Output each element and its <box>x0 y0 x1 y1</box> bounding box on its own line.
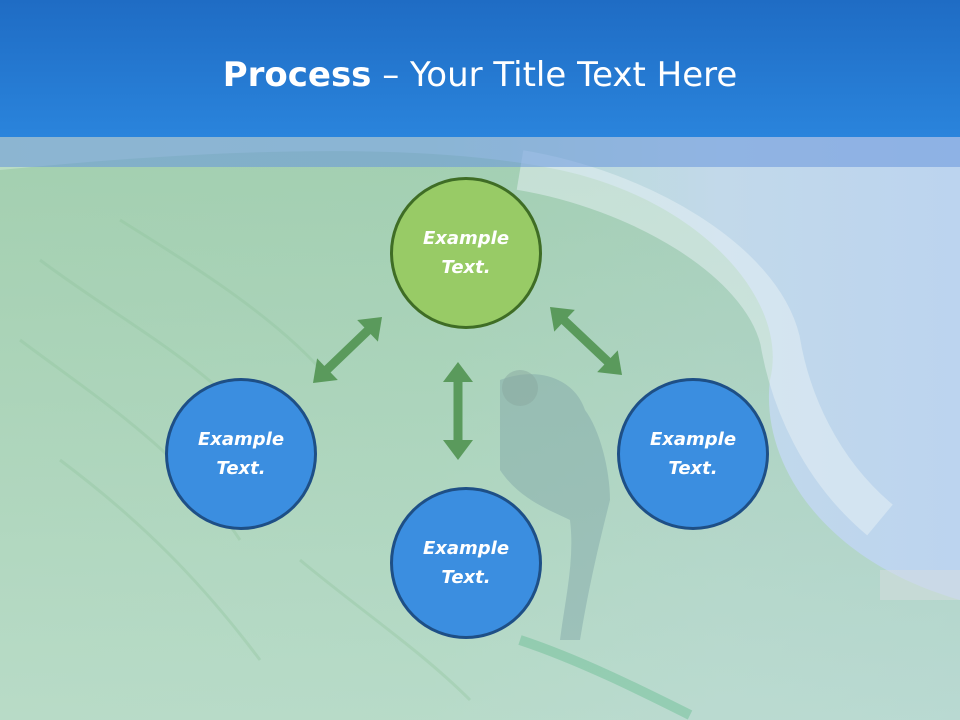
title-bar <box>0 0 960 137</box>
process-node-right-label: Example Text. <box>649 429 737 479</box>
arrow-top-left <box>313 317 382 383</box>
process-node-top-label: Example Text. <box>422 228 510 278</box>
header-accent-band <box>0 137 960 167</box>
arrow-top-right <box>550 307 622 375</box>
process-node-bottom[interactable]: Example Text. <box>390 487 542 639</box>
slide-title-bold: Process <box>222 55 372 95</box>
process-node-left[interactable]: Example Text. <box>165 378 317 530</box>
process-node-top[interactable]: Example Text. <box>390 177 542 329</box>
process-node-left-label: Example Text. <box>197 429 285 479</box>
slide-title: Process – Your Title Text Here <box>0 52 960 98</box>
process-node-right[interactable]: Example Text. <box>617 378 769 530</box>
slide-title-rest: – Your Title Text Here <box>371 55 738 95</box>
arrow-center-vertical <box>443 362 473 460</box>
process-node-bottom-label: Example Text. <box>422 538 510 588</box>
